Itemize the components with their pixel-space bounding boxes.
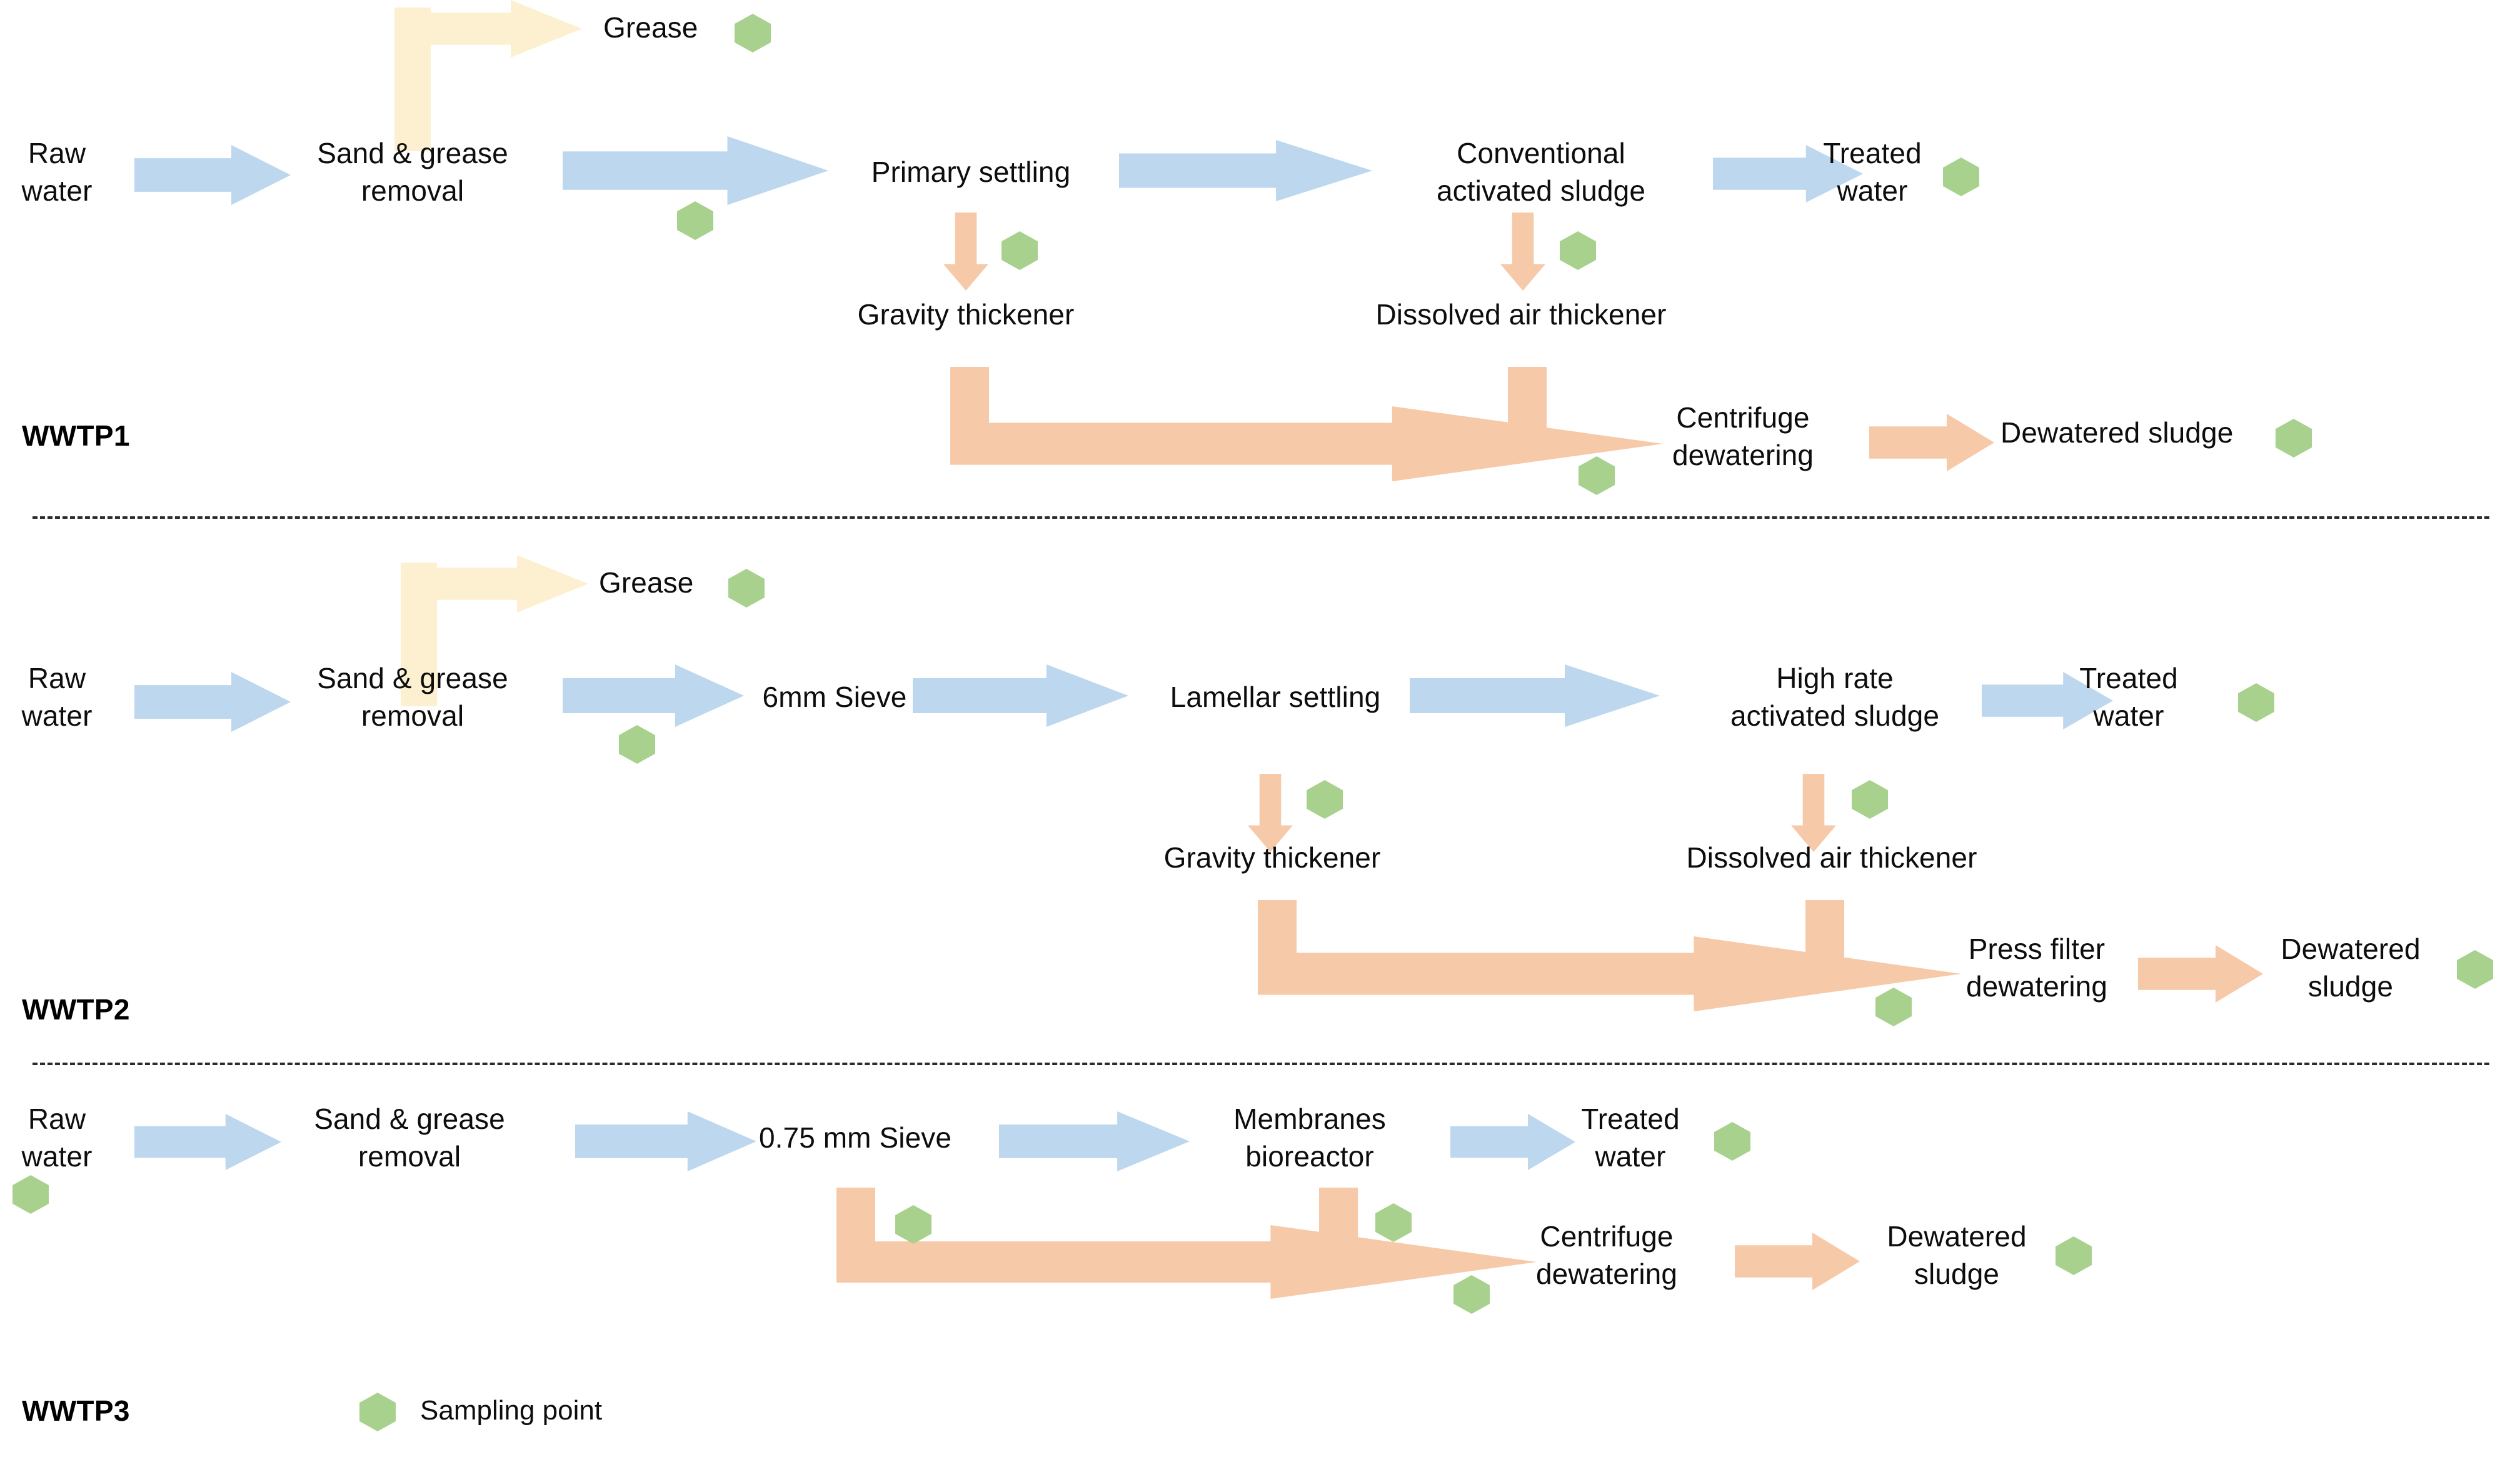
sludge-arrow-to-dewatered-wwtp1 bbox=[1869, 414, 1994, 471]
lamellar-settling-label-wwtp2: Lamellar settling bbox=[1170, 681, 1381, 713]
section-divider-2 bbox=[33, 1063, 2489, 1065]
sampling-point-collector-wwtp2[interactable] bbox=[1875, 988, 1912, 1026]
sampling-point-treated-water-wwtp3[interactable] bbox=[1714, 1122, 1750, 1161]
gravity-thickener-label-wwtp1: Gravity thickener bbox=[857, 298, 1075, 331]
sampling-point-dewatered-sludge-wwtp3[interactable] bbox=[2056, 1236, 2092, 1275]
press-filter-dewatering-label-wwtp2: Press filter dewatering bbox=[1965, 933, 2108, 1003]
sampling-point-sieve-sludge-wwtp3[interactable] bbox=[895, 1205, 931, 1244]
dissolved-air-thickener-label-wwtp2: Dissolved air thickener bbox=[1686, 841, 1977, 874]
section-divider-1 bbox=[33, 516, 2489, 519]
dewatered-sludge-label-wwtp3: Dewatered sludge bbox=[1887, 1220, 2027, 1290]
gravity-thickener-label-wwtp2: Gravity thickener bbox=[1163, 841, 1381, 874]
flow-arrow-sand-to-primary-wwtp1 bbox=[563, 136, 828, 205]
flow-arrow-sand-to-sieve-wwtp3 bbox=[575, 1111, 756, 1171]
sand-grease-removal-label-wwtp2: Sand & grease removal bbox=[317, 662, 508, 732]
sampling-point-after-sand-wwtp2[interactable] bbox=[619, 725, 655, 764]
centrifuge-dewatering-label-wwtp1: Centrifuge dewatering bbox=[1672, 401, 1814, 471]
sampling-point-mbr-sludge-wwtp3[interactable] bbox=[1375, 1203, 1412, 1242]
sampling-point-treated-water-wwtp1[interactable] bbox=[1943, 158, 1979, 196]
flow-arrow-sieve-to-lamellar-wwtp2 bbox=[913, 664, 1128, 727]
sludge-collector-bar-wwtp3 bbox=[836, 1225, 1537, 1299]
sludge-collector-bar-wwtp2 bbox=[1258, 936, 1961, 1011]
sampling-point-raw-water-wwtp3[interactable] bbox=[13, 1175, 49, 1214]
flow-arrow-raw-to-sand-wwtp3 bbox=[134, 1114, 281, 1170]
raw-water-label-wwtp3: Raw water bbox=[21, 1103, 93, 1173]
plant-label-wwtp3: WWTP3 bbox=[22, 1394, 130, 1427]
flow-arrow-sieve-to-mbr-wwtp3 bbox=[999, 1111, 1190, 1171]
grease-label-wwtp1: Grease bbox=[603, 11, 698, 44]
sludge-arrow-to-dewatered-wwtp3 bbox=[1735, 1233, 1860, 1290]
treated-water-label-wwtp3: Treated water bbox=[1581, 1103, 1680, 1173]
conventional-activated-sludge-label-wwtp1: Conventional activated sludge bbox=[1436, 137, 1646, 207]
dissolved-air-thickener-label-wwtp1: Dissolved air thickener bbox=[1375, 298, 1667, 331]
legend-sampling-point-icon bbox=[359, 1393, 396, 1431]
sampling-point-hras-sludge-wwtp2[interactable] bbox=[1852, 780, 1888, 819]
membranes-bioreactor-label-wwtp3: Membranes bioreactor bbox=[1233, 1103, 1386, 1173]
sampling-point-collector-wwtp3[interactable] bbox=[1453, 1275, 1490, 1314]
sampling-point-treated-water-wwtp2[interactable] bbox=[2238, 683, 2274, 722]
sieve-075mm-label-wwtp3: 0.75 mm Sieve bbox=[758, 1121, 952, 1154]
sampling-point-dewatered-sludge-wwtp1[interactable] bbox=[2276, 419, 2312, 458]
treated-water-label-wwtp2: Treated water bbox=[2079, 662, 2178, 732]
dewatered-sludge-label-wwtp2: Dewatered sludge bbox=[2281, 933, 2421, 1003]
sludge-arrow-to-dewatered-wwtp2 bbox=[2138, 945, 2263, 1003]
plant-label-wwtp1: WWTP1 bbox=[22, 419, 130, 452]
sampling-point-primary-sludge-wwtp1[interactable] bbox=[1001, 231, 1038, 270]
raw-water-label-wwtp2: Raw water bbox=[21, 662, 93, 732]
sand-grease-removal-label-wwtp3: Sand & grease removal bbox=[314, 1103, 505, 1173]
sieve-6mm-label-wwtp2: 6mm Sieve bbox=[762, 681, 907, 713]
treated-water-label-wwtp1: Treated water bbox=[1823, 137, 1922, 207]
flow-arrow-raw-to-sand-wwtp1 bbox=[134, 145, 291, 205]
sampling-point-grease-wwtp2[interactable] bbox=[728, 569, 765, 608]
high-rate-activated-sludge-label-wwtp2: High rate activated sludge bbox=[1730, 662, 1940, 732]
flow-arrow-mbr-to-treated-wwtp3 bbox=[1450, 1114, 1575, 1170]
sampling-point-lamellar-sludge-wwtp2[interactable] bbox=[1307, 780, 1343, 819]
primary-settling-label-wwtp1: Primary settling bbox=[871, 156, 1071, 188]
sand-grease-removal-label-wwtp1: Sand & grease removal bbox=[317, 137, 508, 207]
flow-arrow-primary-to-cas-wwtp1 bbox=[1119, 140, 1372, 201]
legend-sampling-point-label: Sampling point bbox=[420, 1395, 603, 1426]
plant-label-wwtp2: WWTP2 bbox=[22, 993, 130, 1026]
sampling-point-after-sand-wwtp1[interactable] bbox=[677, 201, 713, 240]
sampling-point-grease-wwtp1[interactable] bbox=[735, 14, 771, 53]
sludge-arrow-cas-to-daf-wwtp1 bbox=[1500, 213, 1545, 291]
grease-label-wwtp2: Grease bbox=[599, 566, 694, 599]
sampling-point-collector-wwtp1[interactable] bbox=[1579, 456, 1615, 495]
sludge-arrow-primary-to-gravity-wwtp1 bbox=[943, 213, 988, 291]
flow-arrow-raw-to-sand-wwtp2 bbox=[134, 672, 291, 732]
flow-arrow-lamellar-to-hras-wwtp2 bbox=[1410, 664, 1660, 727]
sampling-point-cas-sludge-wwtp1[interactable] bbox=[1560, 231, 1596, 270]
dewatered-sludge-label-wwtp1: Dewatered sludge bbox=[2000, 416, 2234, 449]
sludge-collector-bar-wwtp1 bbox=[950, 406, 1663, 481]
raw-water-label-wwtp1: Raw water bbox=[21, 137, 93, 207]
centrifuge-dewatering-label-wwtp3: Centrifuge dewatering bbox=[1535, 1220, 1678, 1290]
flow-arrow-sand-to-sieve-wwtp2 bbox=[563, 664, 744, 727]
sampling-point-dewatered-sludge-wwtp2[interactable] bbox=[2457, 950, 2493, 989]
